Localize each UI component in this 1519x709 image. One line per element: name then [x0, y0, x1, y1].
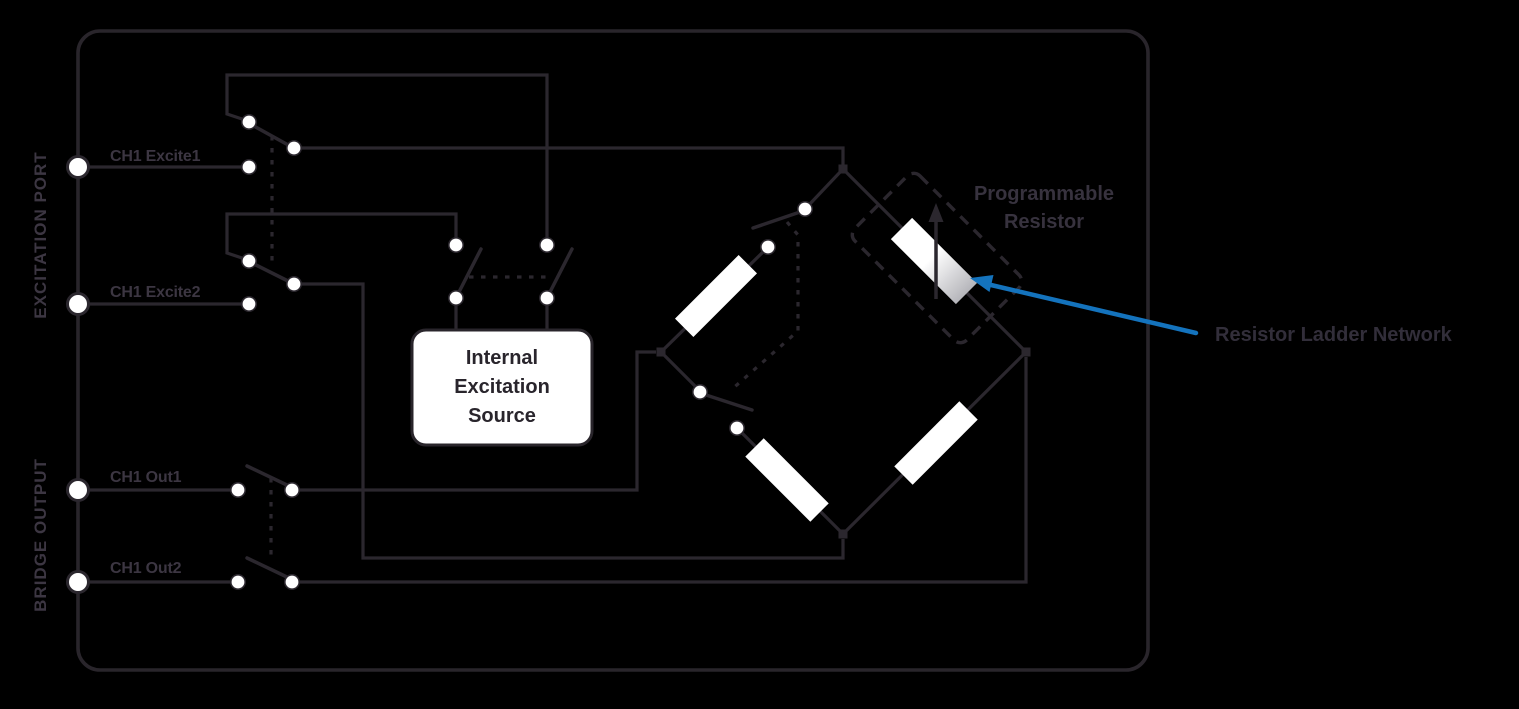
contact: [796, 201, 813, 218]
programmable-resistor-label-line2: Resistor: [1004, 211, 1084, 233]
wires: [78, 73, 1028, 584]
switch-out2-blade: [245, 556, 291, 580]
source-box: [410, 328, 594, 447]
switch-out2: [230, 556, 300, 590]
contact: [285, 140, 302, 157]
terminals: [66, 155, 90, 594]
bridge-output-label: BRIDGE OUTPUT: [31, 458, 50, 612]
wheatstone-bridge: [656, 164, 1031, 539]
programmable-resistor-label-line1: Programmable: [974, 183, 1114, 205]
source-box-line1: Internal: [466, 347, 538, 369]
signal-labels: CH1 Excite1 CH1 Excite2 CH1 Out1 CH1 Out…: [110, 148, 201, 577]
bridge-switch-upper-blade: [751, 210, 802, 230]
switch-excite1-blade: [250, 123, 292, 148]
bridge-node-left: [656, 347, 666, 357]
wire-excite2-throw-to-source-switch: [225, 212, 458, 261]
bridge-edge-upper-left-a: [805, 167, 845, 209]
contact: [447, 289, 464, 306]
programmable-resistor: Programmable Resistor: [850, 171, 1114, 345]
programmable-resistor-dashed-box: [850, 171, 1024, 345]
wire-excite1-to-bridge-top: [301, 146, 845, 165]
callout-label: Resistor Ladder Network: [1215, 324, 1453, 346]
contact: [447, 237, 464, 254]
resistor-lower-right: [894, 401, 978, 485]
ch1-excite2-label: CH1 Excite2: [110, 284, 201, 301]
wire-source-box-stems: [454, 304, 549, 331]
wire-excite2-to-bridge-bottom: [301, 282, 845, 560]
terminal-ch1-out2: [66, 570, 90, 594]
switch-source-right: [538, 237, 574, 306]
port-labels: EXCITATION PORT BRIDGE OUTPUT: [31, 151, 50, 612]
switch-source-left-blade: [457, 247, 483, 294]
gang-link-bridge: [728, 220, 800, 393]
contact: [759, 239, 776, 256]
source-box-line2: Excitation: [454, 376, 550, 398]
contact: [241, 253, 258, 270]
callout: Resistor Ladder Network: [970, 275, 1453, 346]
switch-out1: [230, 464, 300, 498]
contact: [283, 573, 300, 590]
contact: [241, 159, 258, 176]
ch1-excite1-label: CH1 Excite1: [110, 148, 201, 165]
switch-excite1: [241, 114, 302, 176]
wire-out1-to-bridge-left: [299, 350, 656, 492]
contact: [285, 275, 302, 292]
contact: [283, 481, 300, 498]
callout-arrow-shaft: [988, 282, 1199, 336]
ch1-out2-label: CH1 Out2: [110, 560, 182, 577]
contact: [241, 114, 258, 131]
bridge-node-right: [1021, 347, 1031, 357]
wire-excite1-throw-to-source-switch: [225, 73, 549, 238]
switch-excite2-blade: [250, 261, 292, 284]
terminal-ch1-out1: [66, 478, 90, 502]
variable-arrow-head-icon: [928, 203, 944, 222]
terminal-ch1-excite2: [66, 292, 90, 316]
bridge-node-top: [838, 164, 848, 174]
terminal-ch1-excite1: [66, 155, 90, 179]
switch-source-left: [447, 237, 483, 306]
callout-arrow-head-icon: [970, 275, 994, 292]
bridge-edge-lower-left-a: [659, 350, 699, 390]
contact: [230, 573, 247, 590]
internal-excitation-source: Internal Excitation Source: [410, 328, 594, 447]
contact: [241, 295, 258, 312]
contact: [538, 237, 555, 254]
switch-excite2: [241, 253, 302, 312]
source-box-line3: Source: [468, 405, 536, 427]
excitation-port-label: EXCITATION PORT: [31, 151, 50, 318]
programmable-resistor-body: [890, 217, 978, 305]
contact: [728, 419, 745, 436]
contact: [691, 383, 708, 400]
bridge-switch-lower-blade: [704, 393, 754, 412]
contact: [538, 289, 555, 306]
ch1-out1-label: CH1 Out1: [110, 469, 182, 486]
switches: [230, 114, 574, 590]
bridge-node-bottom: [838, 529, 848, 539]
chassis-enclosure-outline: [76, 29, 1150, 672]
resistor-lower-left: [745, 438, 829, 522]
wire-out2-to-bridge-right: [299, 357, 1028, 584]
resistor-upper-left: [674, 254, 758, 338]
contact: [230, 481, 247, 498]
switch-out1-blade: [245, 464, 291, 488]
switch-source-right-blade: [548, 247, 574, 294]
